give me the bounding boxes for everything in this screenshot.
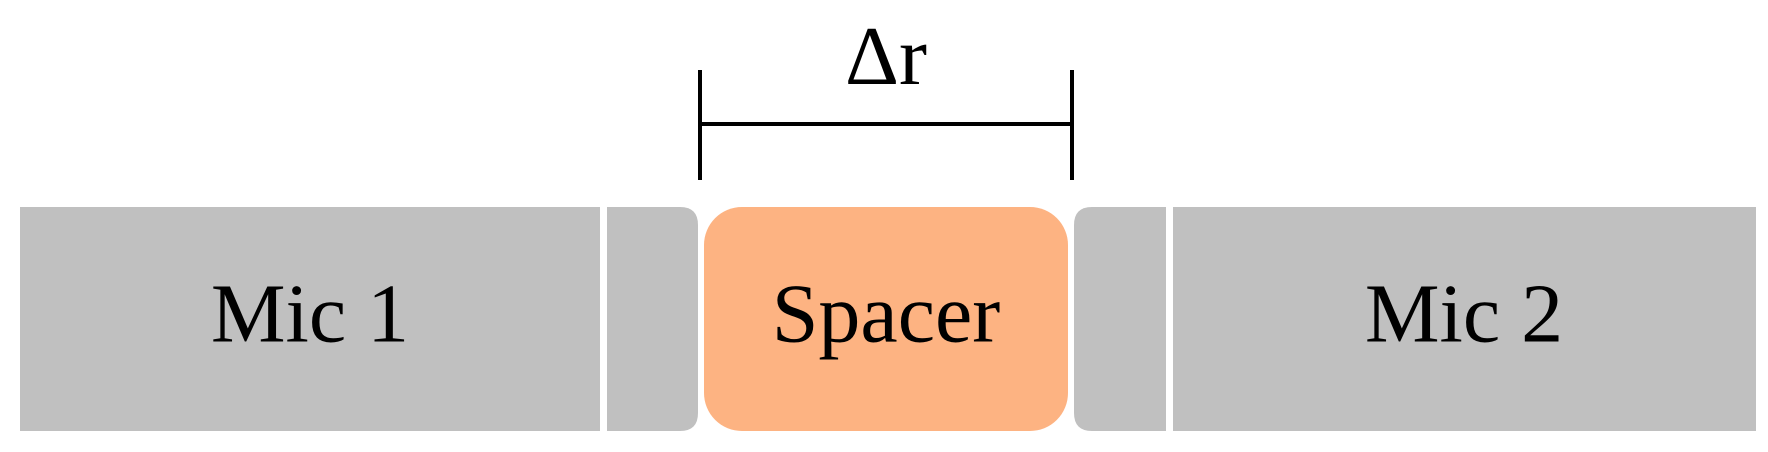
dimension-label: Δr [845,10,927,103]
dimension-marker: Δr [698,10,1074,180]
mic-2-body [1173,207,1756,431]
mic-1-label: Mic 1 [211,267,409,360]
mic-1-body [20,207,600,431]
spacer-label: Spacer [772,267,1001,360]
mic-2-end-cap [1074,207,1166,431]
mic-2-label: Mic 2 [1365,267,1563,360]
mic-1-end-cap [607,207,698,431]
spacer-block [704,207,1068,431]
